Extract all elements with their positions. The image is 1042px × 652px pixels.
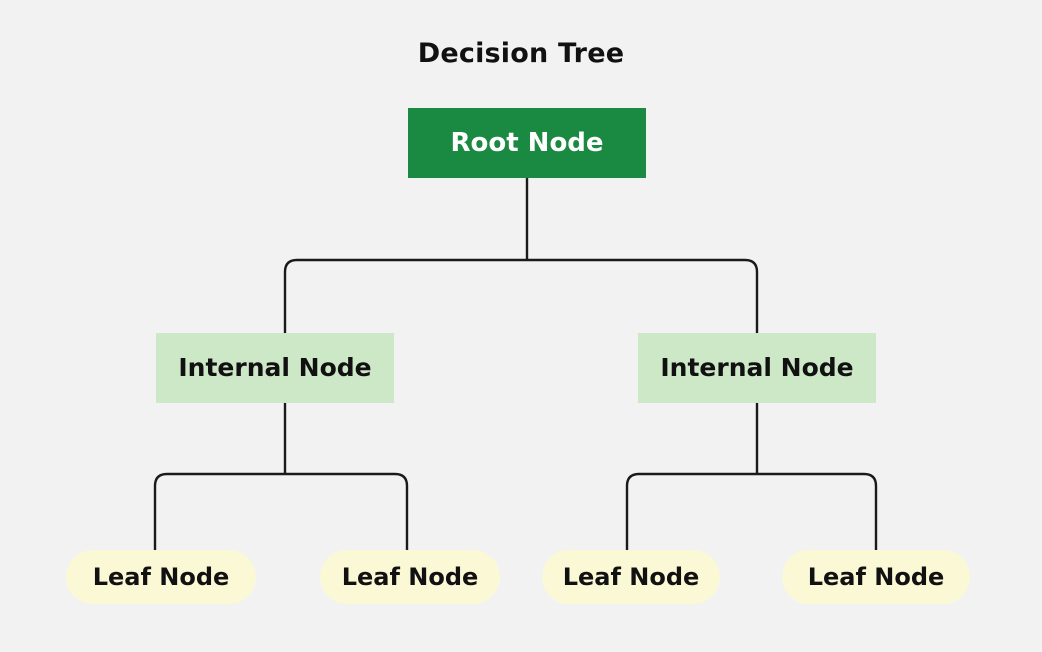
node-leaf-2[interactable]: Leaf Node xyxy=(320,550,500,604)
node-leaf-4[interactable]: Leaf Node xyxy=(782,550,970,604)
edge-root-branch-right xyxy=(527,258,759,333)
node-leaf-2-label: Leaf Node xyxy=(341,562,479,591)
node-root[interactable]: Root Node xyxy=(408,108,646,178)
edge-root-branch-left xyxy=(283,258,527,333)
node-internal-right-label: Internal Node xyxy=(660,353,854,383)
node-internal-left-label: Internal Node xyxy=(178,353,372,383)
edge-internal-right-to-leaf-4 xyxy=(757,472,878,551)
node-leaf-3-label: Leaf Node xyxy=(562,562,700,591)
edge-internal-right-to-leaf-3 xyxy=(625,472,757,551)
page-title: Decision Tree xyxy=(417,38,625,69)
edge-internal-left-to-leaf-2 xyxy=(285,472,409,551)
edge-internal-left-to-leaf-1 xyxy=(153,472,285,551)
node-leaf-3[interactable]: Leaf Node xyxy=(542,550,720,604)
node-leaf-1-label: Leaf Node xyxy=(92,562,230,591)
node-internal-right[interactable]: Internal Node xyxy=(638,333,876,403)
node-leaf-4-label: Leaf Node xyxy=(807,562,945,591)
node-leaf-1[interactable]: Leaf Node xyxy=(66,550,256,604)
node-root-label: Root Node xyxy=(450,127,604,158)
node-internal-left[interactable]: Internal Node xyxy=(156,333,394,403)
